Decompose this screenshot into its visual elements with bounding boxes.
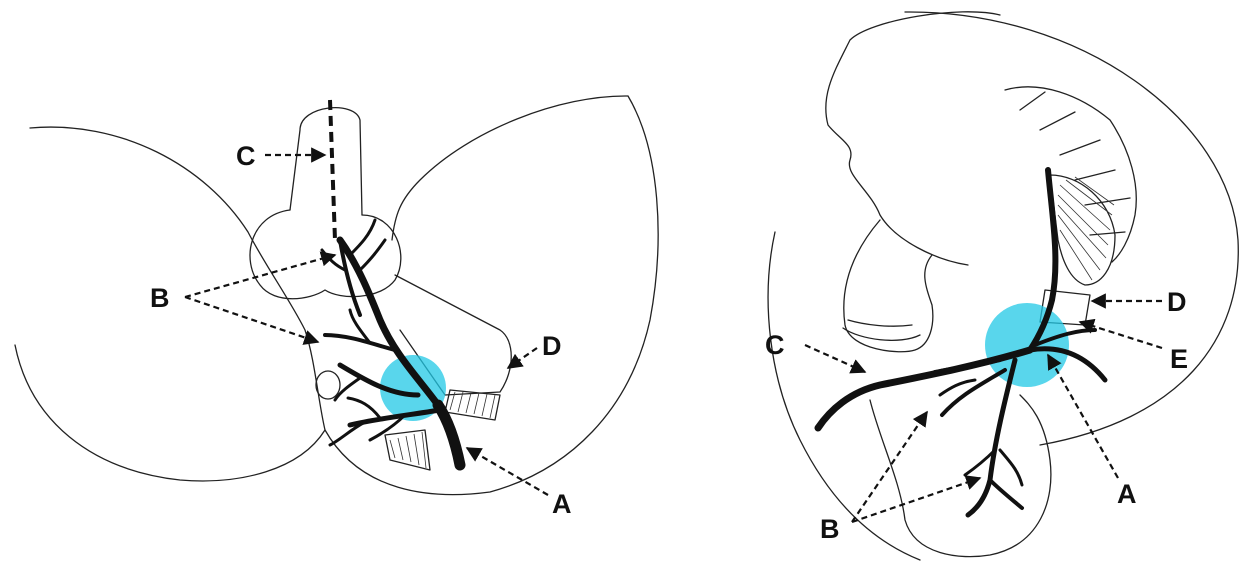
label-d-left: D [542,331,562,361]
abdomen-contour [826,12,1000,265]
arrow-d-left [508,348,537,368]
penis-shaft [290,108,362,215]
thigh-outline [768,232,920,560]
label-b-left: B [150,283,170,313]
vertebrae [1005,87,1136,262]
nerve-tree-left [322,220,460,465]
left-panel: C B D A [15,96,658,519]
left-lobe-outline [15,127,325,481]
label-d-right: D [1167,287,1187,317]
arrow-b-right-2 [852,478,980,522]
muscle-fan [1050,175,1115,285]
right-panel: C D E A B [765,12,1238,560]
penis-tip [843,320,920,340]
label-b-right: B [820,514,840,544]
arrow-c-right [805,345,865,372]
dorsal-nerve-dashed [330,100,335,240]
scrotum-right [870,395,1051,557]
label-c-left: C [236,141,256,171]
arrow-b-left-1 [185,255,335,297]
arrow-b-right-1 [852,412,927,522]
muscle-patch-2 [385,430,430,470]
label-e-right: E [1170,344,1188,374]
arrow-b-left-2 [185,297,318,342]
label-c-right: C [765,330,785,360]
label-a-right: A [1117,479,1137,509]
arrow-a-left [467,448,548,495]
label-a-left: A [552,489,572,519]
arrow-a-right [1048,355,1118,478]
stub-left [316,371,340,399]
arrow-e-right [1080,322,1162,348]
body-outline [905,12,1238,445]
right-lobe-outline [325,96,658,495]
penis-right [844,220,933,352]
